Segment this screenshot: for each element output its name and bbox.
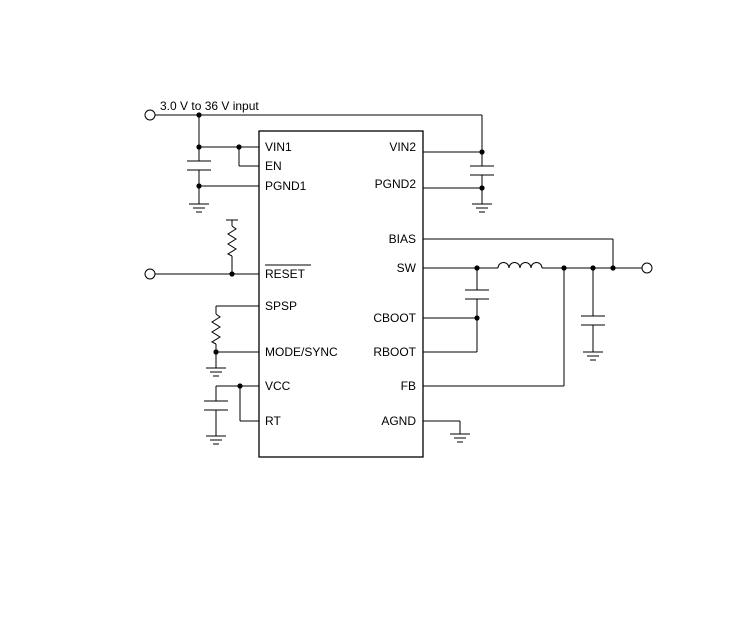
reset-terminal <box>144 268 156 280</box>
switch-node-wire <box>423 267 498 290</box>
junction-dot <box>474 265 480 271</box>
pin-label-cboot: CBOOT <box>373 311 416 325</box>
ic-body <box>258 130 424 458</box>
input-voltage-label: 3.0 V to 36 V input <box>160 99 259 113</box>
junction-dot <box>213 349 219 355</box>
pin-label-spsp: SPSP <box>265 299 297 313</box>
pin-label-pgnd2: PGND2 <box>375 177 417 191</box>
pin-label-fb: FB <box>401 379 416 393</box>
ground-symbol <box>583 351 603 361</box>
pin-label-rt: RT <box>265 414 281 428</box>
junction-dot <box>610 265 616 271</box>
ground-symbol <box>206 435 226 445</box>
pin-label-vin1: VIN1 <box>265 140 292 154</box>
ground-symbol <box>450 433 470 443</box>
agnd-wire <box>423 420 461 434</box>
pin-label-agnd: AGND <box>381 414 416 428</box>
pin-label-rboot: RBOOT <box>373 345 416 359</box>
pin-label-bias: BIAS <box>389 232 416 246</box>
junction-dot <box>479 185 485 191</box>
pin-label-vcc: VCC <box>265 379 291 393</box>
output-terminal <box>641 262 653 274</box>
pin-label-vin2: VIN2 <box>389 140 416 154</box>
junction-dot <box>237 383 243 389</box>
pin-label-mode-sync: MODE/SYNC <box>265 345 338 359</box>
ground-symbol <box>206 367 226 377</box>
pin-label-reset: RESET <box>265 267 306 281</box>
input-terminal <box>144 109 156 121</box>
pin-label-en: EN <box>265 159 282 173</box>
boot-capacitor <box>423 289 489 353</box>
junction-dot <box>236 144 242 150</box>
junction-dot <box>229 271 235 277</box>
junction-dot <box>196 112 202 118</box>
input-capacitor-left <box>187 160 211 204</box>
junction-dot <box>474 315 480 321</box>
reset-pullup-resistor <box>226 219 238 274</box>
feedback-wire <box>423 268 565 387</box>
pin-label-pgnd1: PGND1 <box>265 179 307 193</box>
spsp-mode-resistor <box>210 305 259 368</box>
vcc-capacitor <box>204 385 259 436</box>
ground-symbol <box>472 203 492 213</box>
junction-dot <box>479 149 485 155</box>
pin-label-sw: SW <box>397 261 417 275</box>
input-capacitor-right <box>423 151 494 204</box>
output-capacitor <box>581 268 605 352</box>
bias-wire <box>423 238 614 268</box>
input-rail-wires <box>155 114 483 187</box>
junction-dot <box>196 144 202 150</box>
ground-symbol <box>189 203 209 213</box>
output-inductor <box>497 262 543 269</box>
